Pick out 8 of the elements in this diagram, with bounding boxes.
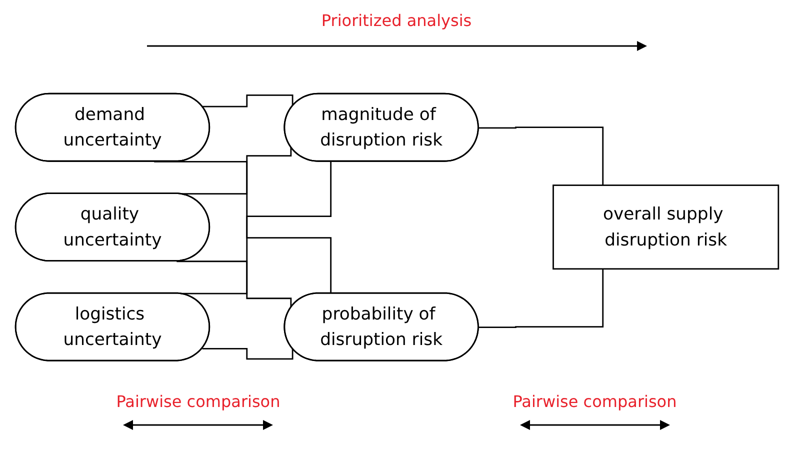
annotation-label: Pairwise comparison — [512, 392, 677, 411]
annotation-label: Prioritized analysis — [321, 10, 472, 30]
connector — [478, 268, 604, 328]
annotation-label: Pairwise comparison — [116, 392, 280, 411]
node-box: overall supply disruption risk — [552, 184, 779, 270]
connector — [202, 94, 293, 108]
connector — [202, 348, 293, 360]
connector — [478, 126, 604, 186]
